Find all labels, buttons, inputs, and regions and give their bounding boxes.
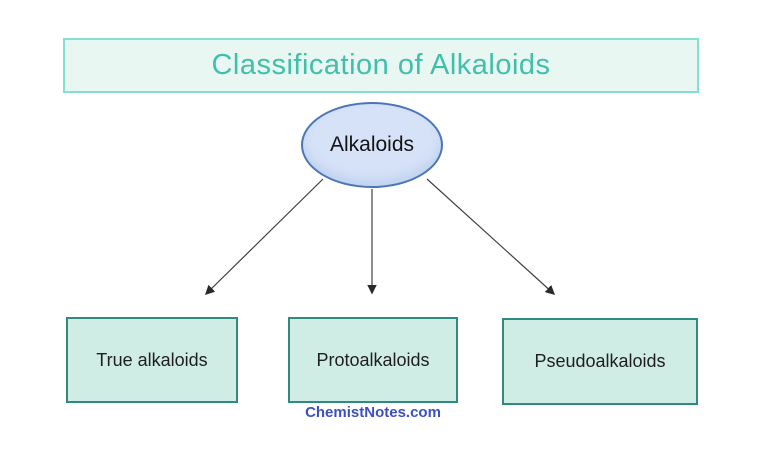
arrow-to-true-alkaloids	[204, 178, 324, 296]
leaf-node-protoalkaloids: Protoalkaloids	[288, 317, 458, 403]
diagram-title: Classification of Alkaloids	[211, 49, 551, 81]
root-node-alkaloids: Alkaloids	[301, 102, 443, 188]
title-banner: Classification of Alkaloids	[63, 38, 699, 93]
watermark-text: ChemistNotes.com	[305, 404, 441, 421]
arrow-to-pseudoalkaloids	[426, 178, 556, 295]
leaf-node-pseudoalkaloids: Pseudoalkaloids	[502, 318, 698, 405]
leaf-node-label: Pseudoalkaloids	[534, 351, 666, 371]
leaf-node-true-alkaloids: True alkaloids	[66, 317, 238, 403]
leaf-node-label: Protoalkaloids	[316, 349, 430, 370]
root-node-label: Alkaloids	[329, 133, 415, 156]
leaf-node-label: True alkaloids	[96, 349, 208, 370]
